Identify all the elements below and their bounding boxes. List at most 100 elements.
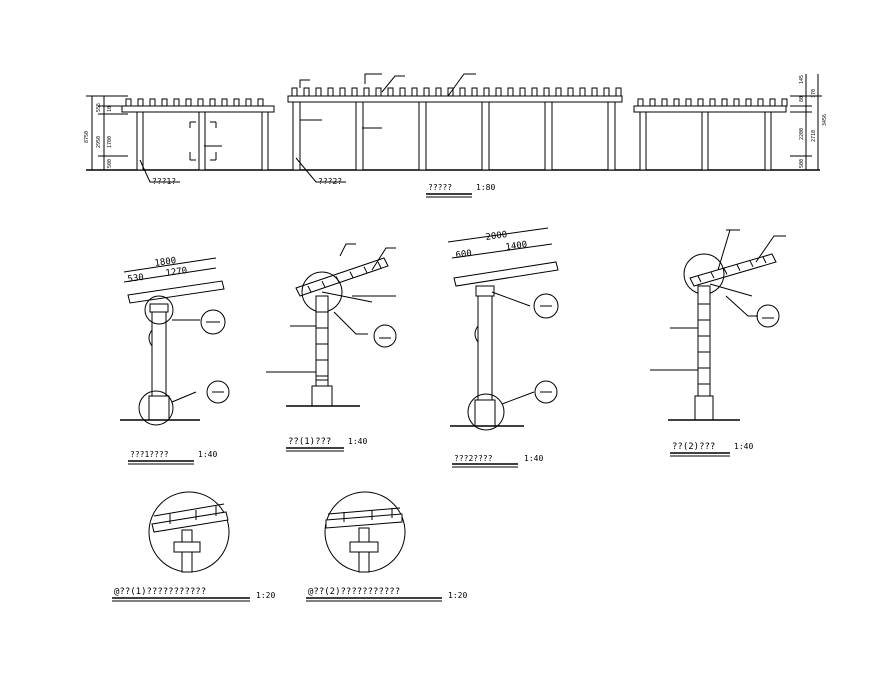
rafter (567, 87, 574, 97)
elev-dim-370: 370 (811, 89, 817, 98)
rafter (591, 87, 598, 97)
elev-label-mid: ???2? (318, 177, 342, 186)
rafter (351, 87, 358, 97)
sec1-dim-1800: 1800 (154, 256, 177, 269)
rafter (257, 98, 264, 107)
rafter (637, 98, 644, 107)
rafter (209, 98, 216, 107)
rafter (185, 98, 192, 107)
rafter (291, 87, 298, 97)
section-1-drawing: 1800 530 1270 ???1???? 1:40 (120, 256, 230, 465)
sec3-dim-1400: 1400 (505, 240, 528, 253)
elev-dim-2200: 2200 (799, 128, 805, 140)
slat (749, 260, 754, 268)
detail2-title: @??(2)??????????? (308, 587, 400, 597)
rafter (399, 87, 406, 97)
rafter (579, 87, 586, 97)
elevation-scale: 1:80 (476, 183, 495, 192)
elevation-drawing: 8750 2950 1700 500 555 10 (84, 73, 828, 198)
slat (762, 256, 767, 264)
rafter (733, 98, 740, 107)
rafter (531, 87, 538, 97)
rafter (125, 98, 132, 107)
rafter (411, 87, 418, 97)
rafter (685, 98, 692, 107)
rafter (495, 87, 502, 97)
rafter (363, 87, 370, 97)
slat (377, 261, 382, 269)
elevation-title: ????? (428, 183, 452, 192)
rafter (197, 98, 204, 107)
rafter (745, 98, 752, 107)
elev-dim-2950: 2950 (96, 136, 102, 148)
elev-dim-500-right: 500 (799, 159, 805, 168)
slat (321, 280, 326, 288)
slat (723, 268, 728, 275)
pergola-middle (287, 73, 623, 171)
rafter (137, 98, 144, 107)
rafter (555, 87, 562, 97)
sec3-dim-2000: 2000 (485, 230, 508, 243)
detail-2-drawing: @??(2)??????????? 1:20 (306, 491, 467, 602)
sec3-dim-600: 600 (455, 249, 472, 261)
rafter (781, 98, 788, 107)
elev-dim-2710: 2710 (811, 130, 817, 142)
sec4-title: ??(2)??? (672, 442, 715, 452)
rafter (483, 87, 490, 97)
slat (697, 275, 702, 283)
rafter (769, 98, 776, 107)
elev-dim-555: 555 (96, 103, 102, 112)
elevation-left-dimensions: 8750 2950 1700 500 555 10 (84, 95, 128, 170)
rafter (375, 87, 382, 97)
slat (307, 285, 312, 293)
rafter (327, 87, 334, 97)
rafter (519, 87, 526, 97)
rafter (603, 87, 610, 97)
rafter (507, 87, 514, 97)
slat (363, 266, 368, 274)
elev-dim-145: 145 (799, 75, 805, 84)
rafter (233, 98, 240, 107)
sec3-scale: 1:40 (524, 454, 543, 463)
sec1-title: ???1???? (130, 450, 169, 459)
rafter (173, 98, 180, 107)
elevation-right-dimensions: 145 370 80 2200 2710 3456 500 (790, 74, 828, 170)
rafter (721, 98, 728, 107)
rafter (543, 87, 550, 97)
rafter (149, 98, 156, 107)
rafter (459, 87, 466, 97)
sec1-dim-530: 530 (127, 273, 144, 285)
rafter (661, 98, 668, 107)
elev-dim-total: 8750 (84, 131, 90, 143)
rafter (471, 87, 478, 97)
sec2-title: ??(1)??? (288, 437, 331, 447)
section-2-drawing: ??(1)??? 1:40 (266, 243, 397, 452)
sec3-title: ???2???? (454, 454, 493, 463)
rafter (387, 87, 394, 97)
detail-1-drawing: @??(1)??????????? 1:20 (112, 491, 275, 602)
elev-dim-1700: 1700 (107, 136, 113, 148)
rafter (757, 98, 764, 107)
sec1-scale: 1:40 (198, 450, 217, 459)
rafter (435, 87, 442, 97)
elev-dim-80: 80 (799, 96, 805, 102)
section-3-drawing: 2000 600 1400 ???2???? 1:40 (447, 227, 559, 468)
sec4-scale: 1:40 (734, 442, 753, 451)
section-4-drawing: ??(2)??? 1:40 (650, 229, 786, 457)
rafter (161, 98, 168, 107)
rafter (221, 98, 228, 107)
detail1-scale: 1:20 (256, 591, 275, 600)
rafter (315, 87, 322, 97)
slat (710, 271, 715, 279)
elev-dim-10: 10 (107, 106, 113, 112)
detail1-title: @??(1)??????????? (114, 587, 206, 597)
slat (349, 271, 354, 278)
sec1-dim-1270: 1270 (165, 266, 188, 279)
rafter (303, 87, 310, 97)
rafter (709, 98, 716, 107)
rafter (245, 98, 252, 107)
pergola-right (633, 98, 788, 171)
rafter (697, 98, 704, 107)
detail2-scale: 1:20 (448, 591, 467, 600)
